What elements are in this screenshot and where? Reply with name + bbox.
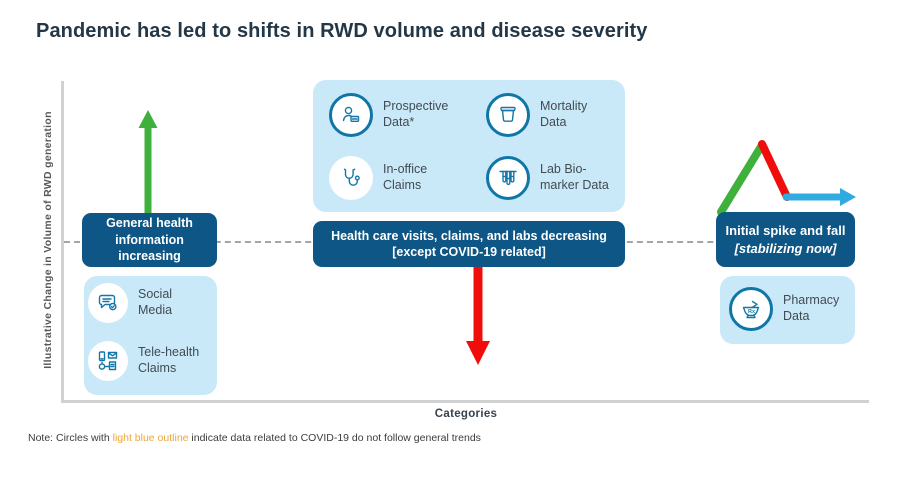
speech-bubble-icon bbox=[98, 294, 117, 311]
list-item-mortality-data: Mortality Data bbox=[486, 93, 604, 137]
list-item-in-office-claims: In-office Claims bbox=[329, 156, 445, 200]
list-item-pharmacy-data: Rx Pharmacy Data bbox=[729, 287, 855, 331]
left-data-panel: Social Media Tele-health Claims bbox=[84, 276, 217, 395]
right-trend-box: Initial spike and fall [stabilizing now] bbox=[716, 212, 855, 267]
footnote-prefix: Note: Circles with bbox=[28, 432, 113, 444]
right-trend-line1: Initial spike and fall bbox=[725, 223, 846, 239]
list-item-telehealth-claims: Tele-health Claims bbox=[88, 341, 210, 381]
x-axis-label: Categories bbox=[434, 408, 498, 420]
green-up-arrow bbox=[138, 110, 158, 214]
list-item-prospective-data: Prospective Data* bbox=[329, 93, 455, 137]
y-axis-line bbox=[61, 81, 64, 402]
item-label: Prospective Data* bbox=[383, 99, 449, 129]
y-axis-label: Illustrative Change in Volume of RWD gen… bbox=[42, 111, 54, 369]
mortality-data-circle bbox=[486, 93, 530, 137]
item-label: In-office Claims bbox=[383, 162, 428, 192]
telehealth-circle bbox=[88, 341, 128, 381]
spike-fall-stabilize-arrow bbox=[717, 140, 856, 216]
person-card-icon bbox=[342, 106, 360, 123]
x-axis-line bbox=[61, 400, 869, 403]
svg-text:Rx: Rx bbox=[748, 309, 756, 315]
pharmacy-data-circle: Rx bbox=[729, 287, 773, 331]
middle-data-panel: Prospective Data* Mortality Data In-of bbox=[313, 80, 625, 212]
item-label: Social Media bbox=[138, 287, 173, 317]
item-label: Mortality Data bbox=[540, 99, 588, 129]
telehealth-icon bbox=[98, 351, 118, 371]
middle-trend-box: Health care visits, claims, and labs dec… bbox=[313, 221, 625, 267]
middle-trend-line1: Health care visits, claims, and labs dec… bbox=[331, 228, 607, 243]
item-label: Pharmacy Data bbox=[783, 293, 840, 323]
casket-icon bbox=[500, 106, 516, 122]
right-trend-line2: [stabilizing now] bbox=[734, 240, 837, 256]
item-label: Lab Bio-marker Data bbox=[540, 162, 609, 192]
list-item-lab-biomarker-data: Lab Bio-marker Data bbox=[486, 156, 612, 200]
stethoscope-icon bbox=[343, 168, 360, 186]
lab-biomarker-circle bbox=[486, 156, 530, 200]
red-down-arrow bbox=[466, 267, 490, 365]
left-trend-box: General health information increasing bbox=[82, 213, 217, 267]
slide-title: Pandemic has led to shifts in RWD volume… bbox=[36, 20, 648, 42]
pharmacy-icon: Rx bbox=[742, 300, 760, 319]
footnote-highlight: light blue outline bbox=[112, 432, 189, 444]
test-tubes-icon bbox=[499, 170, 517, 186]
social-media-circle bbox=[88, 283, 128, 323]
prospective-data-circle bbox=[329, 93, 373, 137]
footnote: Note: Circles with light blue outline in… bbox=[28, 432, 481, 444]
in-office-claims-circle bbox=[329, 156, 373, 200]
footnote-suffix: indicate data related to COVID-19 do not… bbox=[188, 432, 481, 444]
middle-trend-line2: [except COVID-19 related] bbox=[392, 245, 546, 259]
list-item-social-media: Social Media bbox=[88, 283, 200, 323]
right-data-panel: Rx Pharmacy Data bbox=[720, 276, 855, 344]
item-label: Tele-health Claims bbox=[138, 345, 200, 375]
left-trend-label: General health information increasing bbox=[106, 216, 193, 264]
